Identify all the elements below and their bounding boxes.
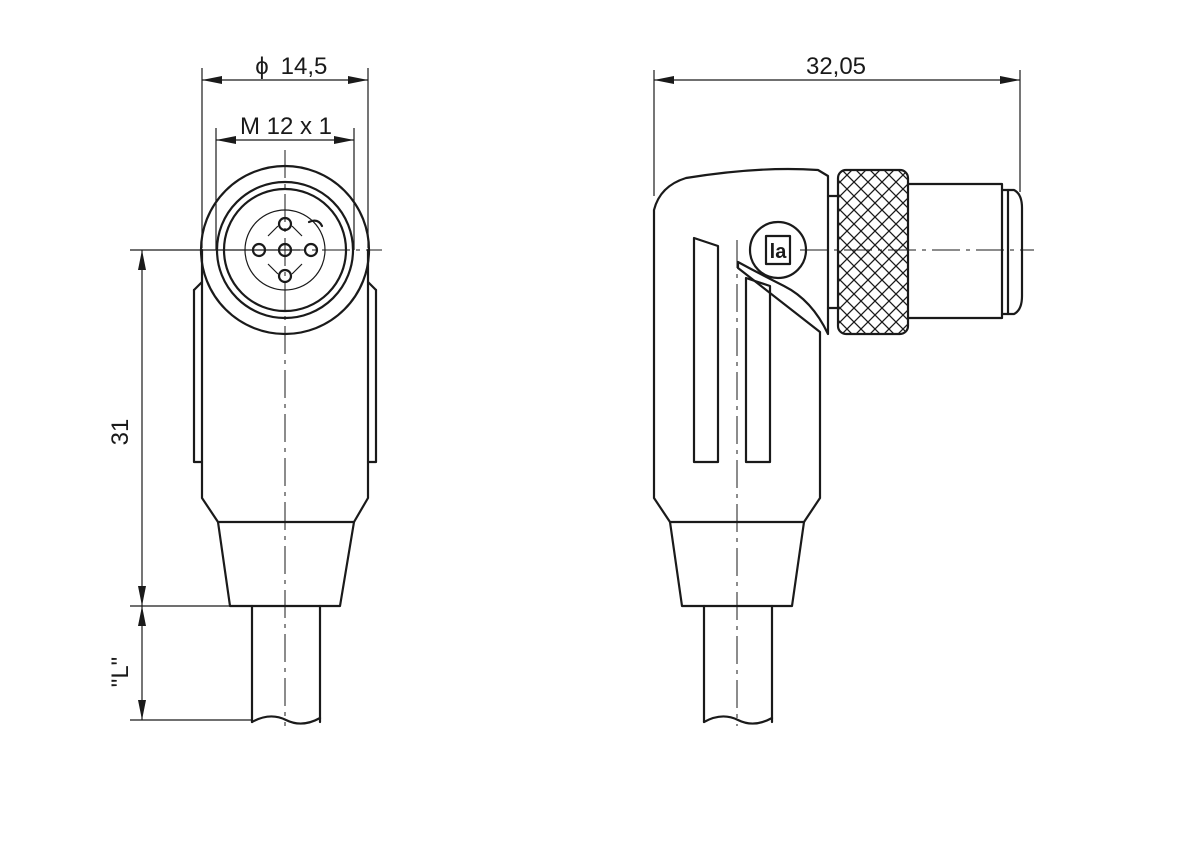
side-body <box>652 167 830 608</box>
dimension-thread: M 12 x 1 <box>215 113 355 250</box>
dimension-length: "L" <box>107 606 252 721</box>
side-view: 32,05 la <box>652 53 1034 726</box>
thread-label: M 12 x 1 <box>240 113 332 140</box>
diameter-symbol: ϕ <box>255 53 268 80</box>
dimension-height: 31 <box>107 249 300 607</box>
height-value: 31 <box>107 419 134 446</box>
brand-logo: la <box>748 220 808 280</box>
width-value: 32,05 <box>806 53 866 80</box>
length-label: "L" <box>107 657 134 687</box>
front-cable <box>250 604 322 725</box>
logo-text: la <box>770 241 788 263</box>
dimension-width: 32,05 <box>653 53 1021 196</box>
diameter-value: 14,5 <box>281 53 328 80</box>
knurled-nut <box>826 168 910 336</box>
dimension-diameter: ϕ 14,5 <box>201 53 369 248</box>
side-cable <box>702 604 774 725</box>
front-view: ϕ 14,5 M 12 x 1 <box>107 53 382 726</box>
thread-end <box>906 182 1024 320</box>
